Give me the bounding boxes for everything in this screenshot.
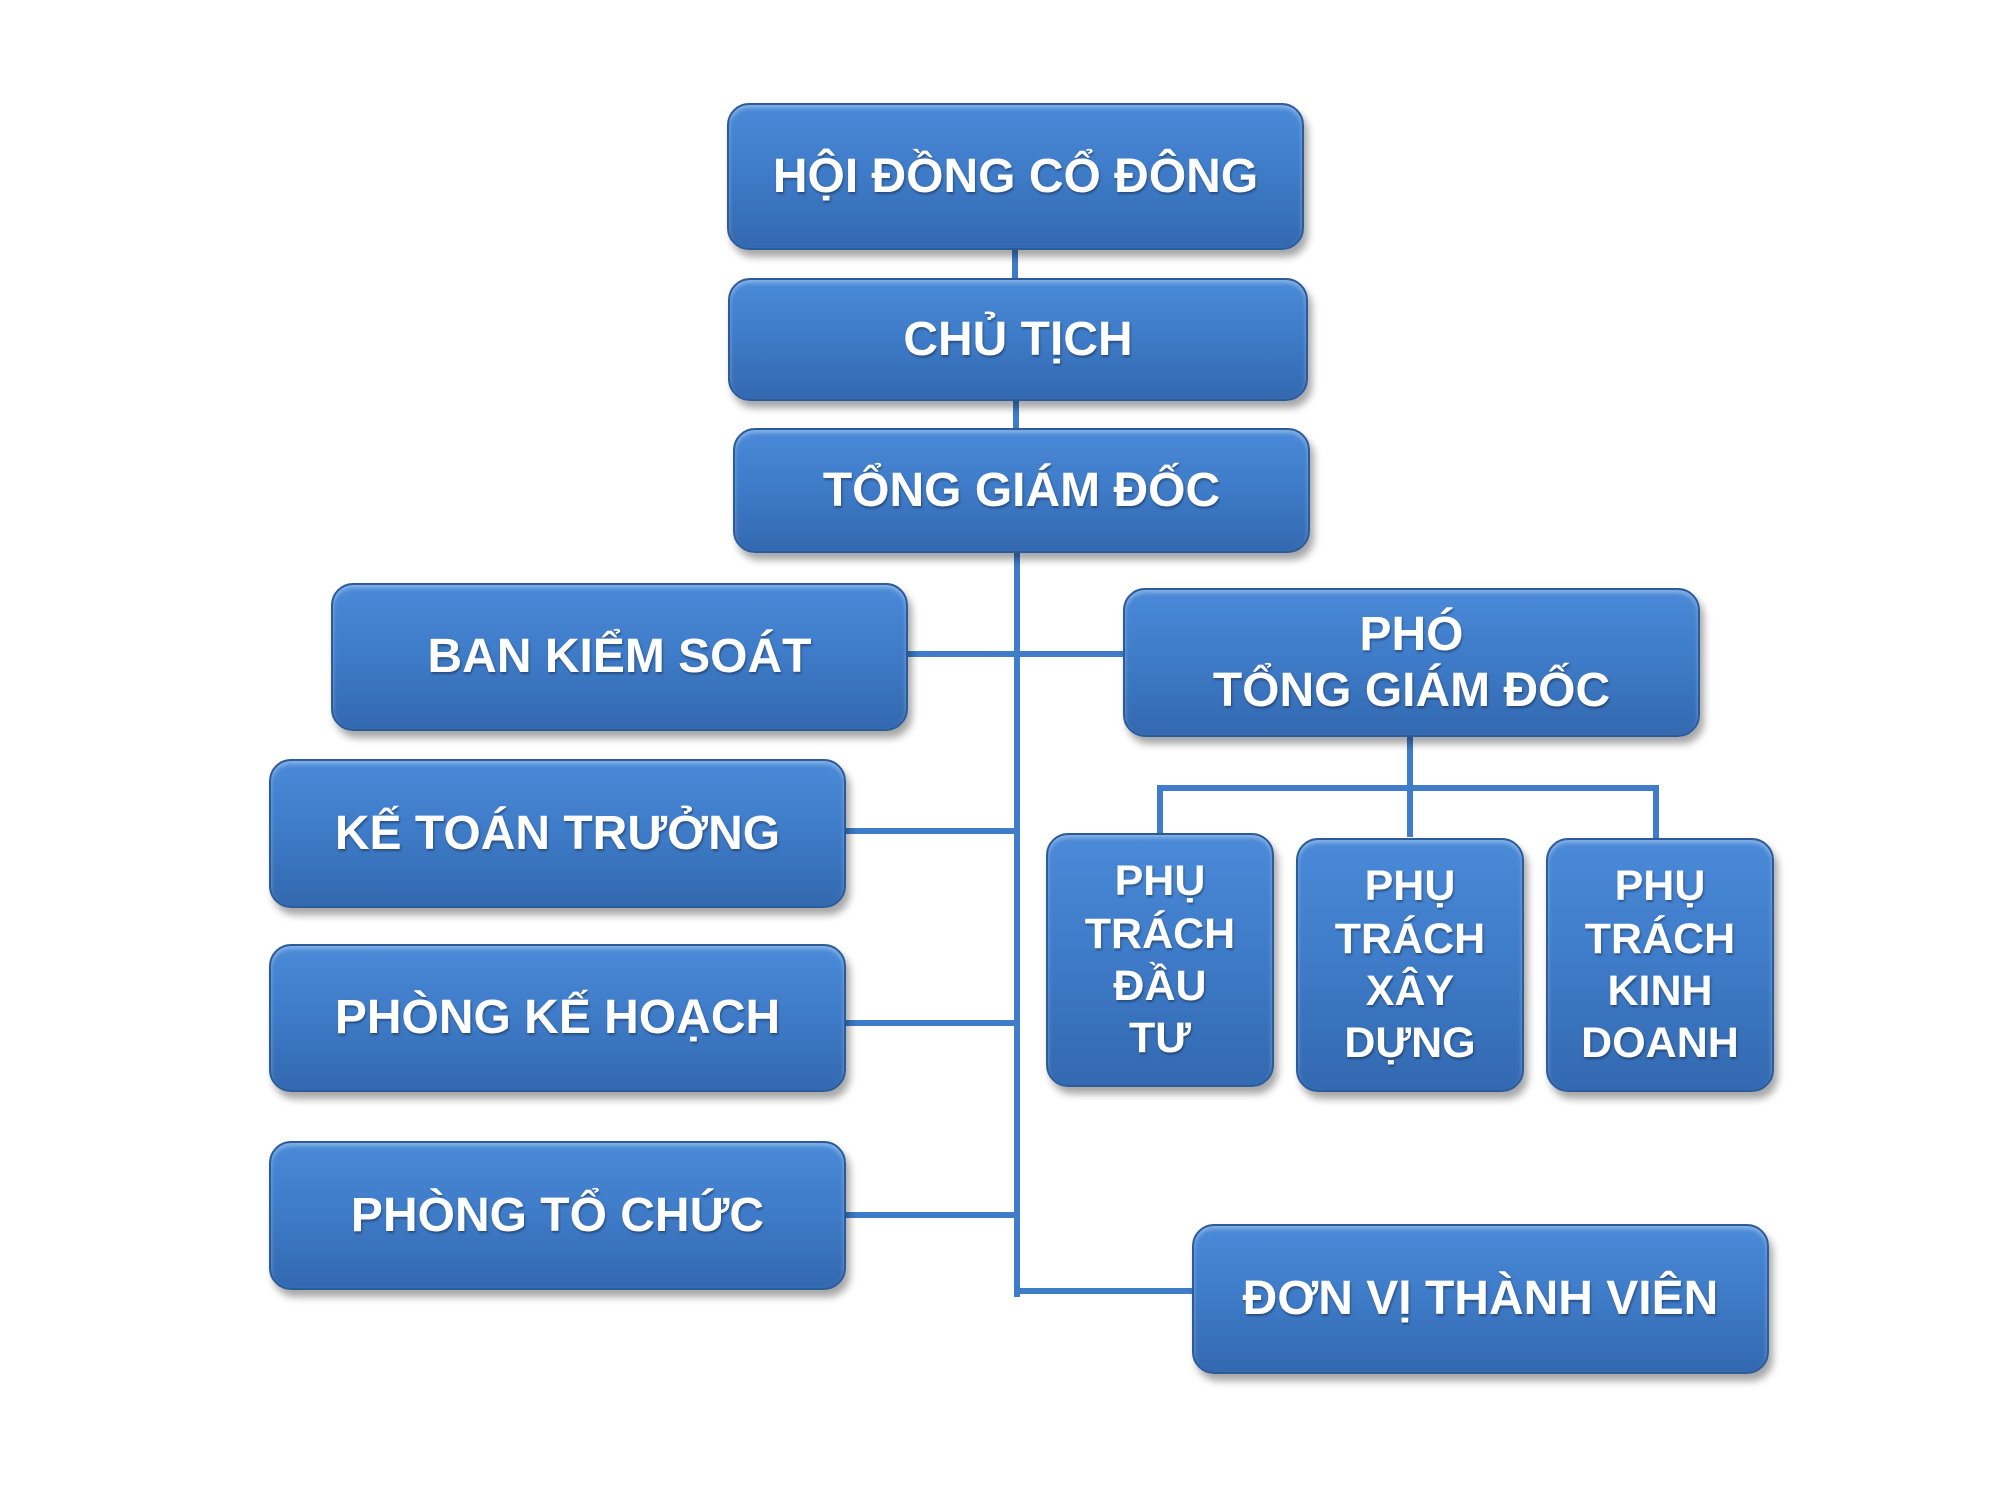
node-label: PHÒNG TỔ CHỨC xyxy=(350,1188,765,1242)
connector xyxy=(1017,1288,1193,1294)
node-label: PHÒNG KẾ HOẠCH xyxy=(334,991,781,1045)
node-label: CHỦ TỊCH xyxy=(903,312,1133,366)
node-label: ĐƠN VỊ THÀNH VIÊN xyxy=(1242,1272,1719,1326)
node-label: TRÁCH xyxy=(1084,909,1236,958)
connector xyxy=(846,1212,1016,1218)
connector xyxy=(1157,785,1659,791)
node-label: KINH xyxy=(1607,967,1713,1015)
node-chief-accountant: KẾ TOÁN TRƯỞNG xyxy=(269,759,846,908)
node-shareholders: HỘI ĐỒNG CỔ ĐÔNG xyxy=(727,103,1304,250)
node-planning: PHÒNG KẾ HOẠCH xyxy=(269,944,846,1092)
node-label: XÂY xyxy=(1365,967,1455,1015)
node-label: PHỤ xyxy=(1364,862,1456,911)
node-label: PHỤ xyxy=(1614,862,1706,911)
node-label: TƯ xyxy=(1129,1014,1191,1063)
connector xyxy=(1014,553,1020,1297)
node-label: TỔNG GIÁM ĐỐC xyxy=(1212,663,1611,717)
node-label: TRÁCH xyxy=(1584,914,1736,963)
node-supervisory: BAN KIỂM SOÁT xyxy=(331,583,908,731)
node-label: DOANH xyxy=(1581,1019,1739,1068)
node-label: BAN KIỂM SOÁT xyxy=(427,630,812,684)
node-label: TRÁCH xyxy=(1334,914,1486,963)
connector xyxy=(846,828,1016,834)
connector xyxy=(908,651,1124,657)
node-chairman: CHỦ TỊCH xyxy=(728,278,1308,401)
node-label: KẾ TOÁN TRƯỞNG xyxy=(334,806,781,860)
node-members: ĐƠN VỊ THÀNH VIÊN xyxy=(1192,1224,1769,1374)
node-label: TỔNG GIÁM ĐỐC xyxy=(822,463,1221,517)
node-label: PHÓ xyxy=(1359,608,1464,662)
node-label: PHỤ xyxy=(1114,857,1206,906)
connector xyxy=(1157,785,1163,835)
connector xyxy=(1013,401,1019,429)
connector xyxy=(1653,785,1659,840)
connector xyxy=(1012,250,1018,280)
node-label: ĐẦU xyxy=(1113,962,1207,1010)
connector xyxy=(846,1020,1016,1026)
node-label: DỰNG xyxy=(1344,1019,1476,1068)
node-label: HỘI ĐỒNG CỔ ĐÔNG xyxy=(772,149,1259,203)
node-ceo: TỔNG GIÁM ĐỐC xyxy=(733,428,1310,553)
node-organization: PHÒNG TỔ CHỨC xyxy=(269,1141,846,1290)
